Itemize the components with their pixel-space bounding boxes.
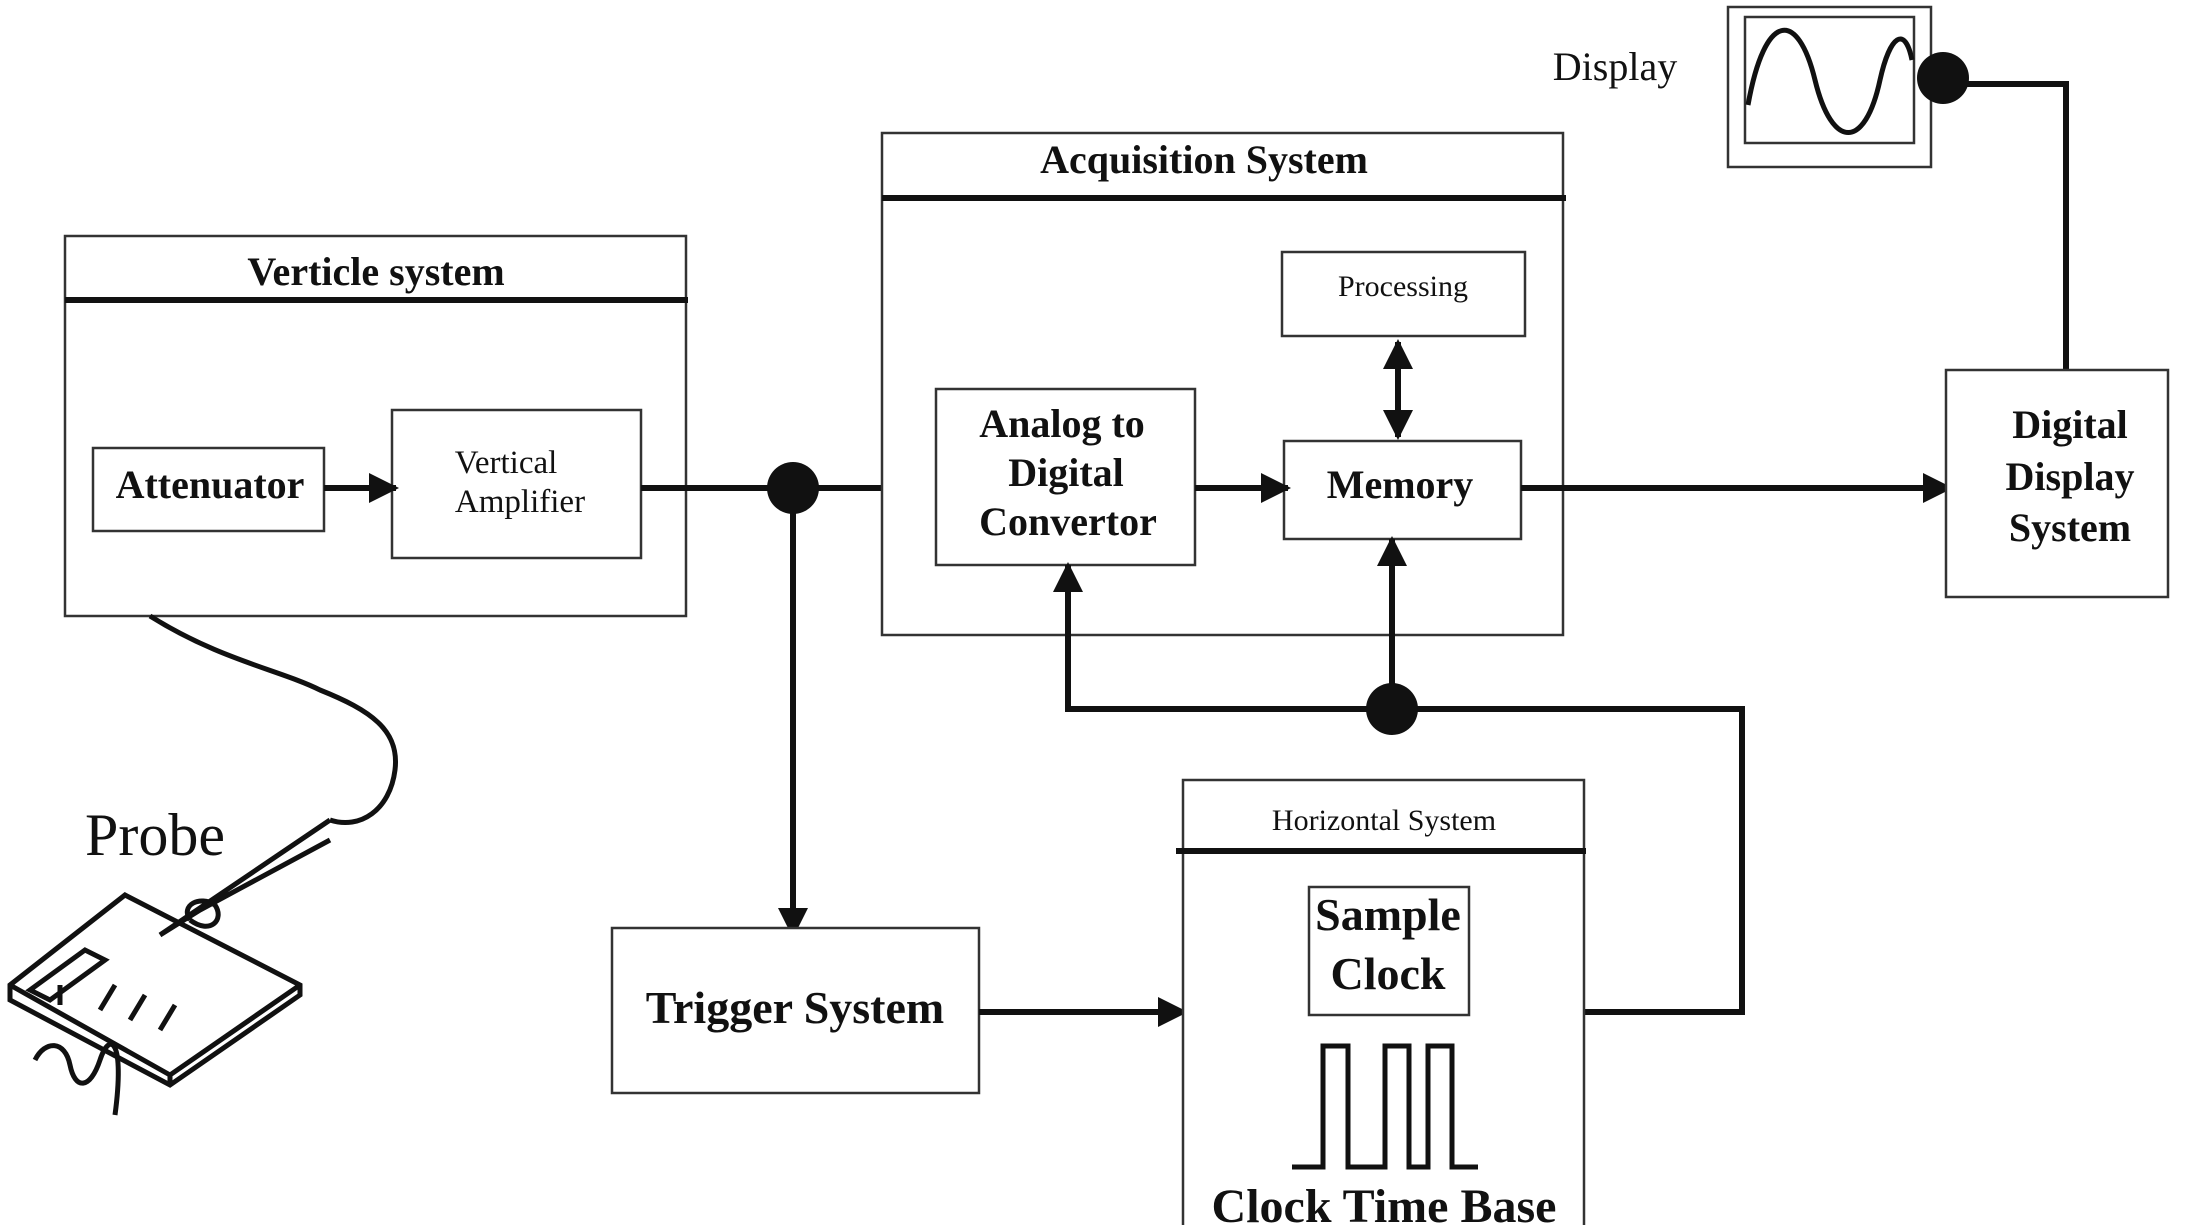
trigger-system-block: Trigger System <box>610 926 981 1095</box>
square-wave-icon <box>1292 1043 1478 1170</box>
processing-box <box>1280 250 1527 338</box>
adc-box <box>934 387 1197 567</box>
display-junction-dot <box>1917 52 1969 104</box>
probe-drawing: Probe <box>7 613 399 1116</box>
vertical-system-block: Verticle system Attenuator Vertical Ampl… <box>63 234 688 618</box>
attenuator-box <box>91 446 326 533</box>
adc-line3: Convertor <box>979 499 1157 544</box>
display-screen <box>1726 5 1933 169</box>
amplifier-line1: Vertical <box>455 445 558 481</box>
acquisition-system-title: Acquisition System <box>1040 137 1368 182</box>
connector-display-to-digital-system <box>1943 81 2069 370</box>
adc-line1: Analog to <box>979 401 1145 446</box>
clock-junction-dot <box>1366 683 1418 735</box>
probe-label: Probe <box>85 802 225 868</box>
signal-wave-icon <box>32 1041 121 1116</box>
sample-clock-box <box>1307 885 1471 1017</box>
vertical-amplifier-box <box>390 408 643 560</box>
trigger-system-label: Trigger System <box>646 982 945 1033</box>
horizontal-system-title: Horizontal System <box>1272 804 1496 837</box>
digital-display-line1: Digital <box>2012 402 2128 447</box>
digital-display-system-block: Digital Display System <box>1944 368 2170 599</box>
processing-label: Processing <box>1338 270 1468 303</box>
vertical-system-title: Verticle system <box>247 249 504 294</box>
circuit-board-icon <box>7 892 303 1088</box>
digital-display-line2: Display <box>2006 454 2135 499</box>
acquisition-system-block: Acquisition System Processing Analog to … <box>880 131 1566 637</box>
memory-box <box>1282 439 1523 541</box>
horizontal-system-block: Horizontal System Sample Clock Clock Tim… <box>1176 778 1586 1225</box>
connector-horizontal-to-junction <box>1392 706 1745 1015</box>
clock-time-base-label: Clock Time Base <box>1212 1180 1557 1225</box>
sample-clock-line1: Sample <box>1315 889 1461 940</box>
sample-clock-line2: Clock <box>1331 948 1446 999</box>
connector-clock-to-adc <box>1053 562 1392 712</box>
sine-wave-icon <box>1745 27 1915 135</box>
adc-line2: Digital <box>1008 450 1124 495</box>
probe-cable <box>148 613 399 826</box>
amplifier-line2: Amplifier <box>455 484 585 520</box>
display-label: Display <box>1553 44 1677 89</box>
memory-label: Memory <box>1327 462 1474 507</box>
attenuator-label: Attenuator <box>116 462 305 507</box>
digital-display-line3: System <box>2009 505 2131 550</box>
